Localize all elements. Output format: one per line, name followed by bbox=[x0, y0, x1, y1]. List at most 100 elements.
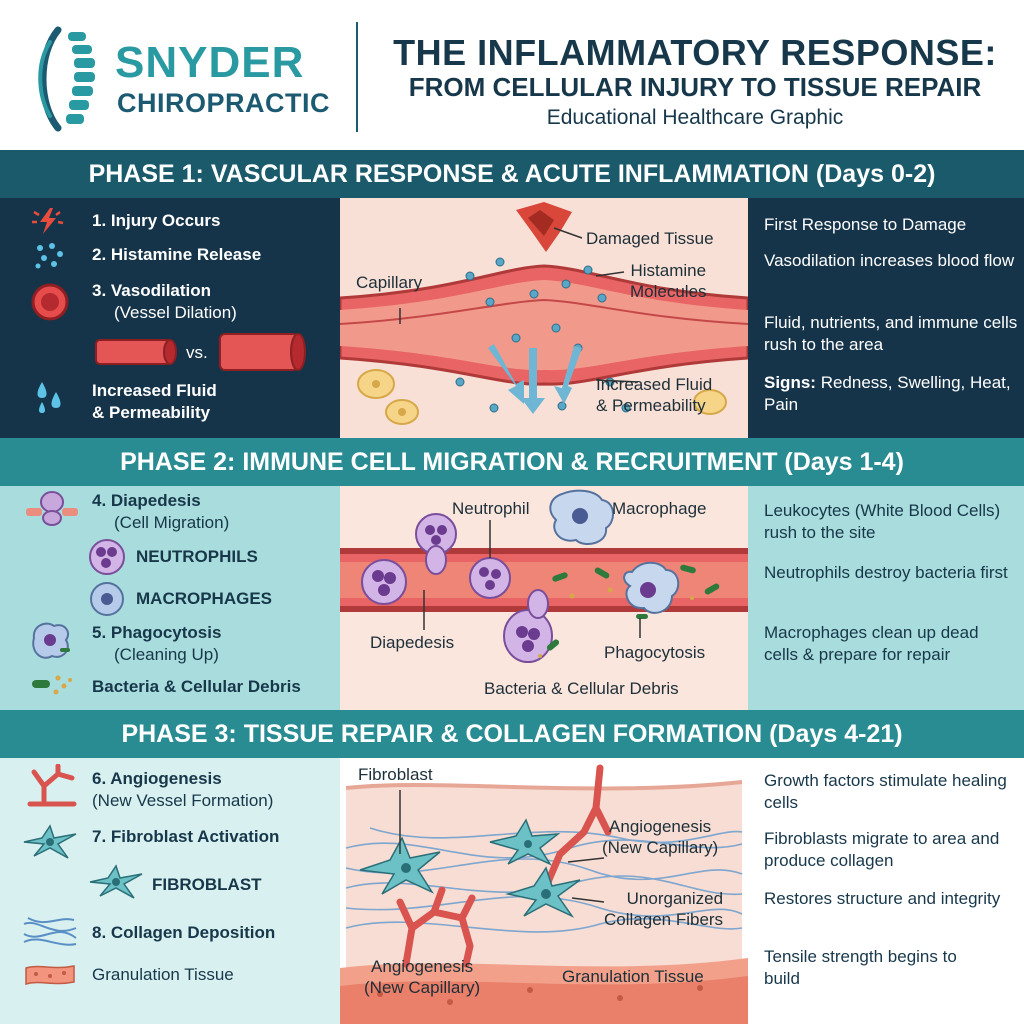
migrating-cell-icon bbox=[26, 491, 78, 526]
text-first-response: First Response to Damage bbox=[764, 215, 967, 234]
vessel-diagram bbox=[340, 198, 748, 438]
dilated-vessel-icon bbox=[219, 333, 306, 371]
signs-value: Redness, Swelling, Heat, Pain bbox=[764, 373, 1011, 414]
label-angiogenesis-bottom: Angiogenesis (New Capillary) bbox=[364, 956, 480, 998]
label-angio-top-line2: (New Capillary) bbox=[602, 838, 719, 857]
fibroblast-icon bbox=[23, 824, 77, 859]
label-fluid-line2: & Permeability bbox=[596, 396, 706, 415]
step-diapedesis: 4. Diapedesis (Cell Migration) bbox=[92, 490, 229, 534]
angiogenesis-label: 6. Angiogenesis bbox=[92, 769, 222, 788]
dots-icon bbox=[35, 243, 63, 269]
label-angio-bottom-line1: Angiogenesis bbox=[371, 957, 474, 976]
label-capillary: Capillary bbox=[356, 273, 423, 292]
label-bacteria-cellular-debris: Bacteria & Cellular Debris bbox=[484, 679, 679, 698]
tissue-icon bbox=[25, 965, 75, 986]
phase1-diagram: Damaged Tissue Capillary Histamine Molec… bbox=[340, 198, 748, 438]
label-collagen-line2: Collagen Fibers bbox=[604, 910, 724, 929]
text-fluid: Fluid, nutrients, and immune cells rush … bbox=[764, 313, 1018, 354]
phase3-banner: PHASE 3: TISSUE REPAIR & COLLAGEN FORMAT… bbox=[0, 710, 1024, 758]
text-leukocytes: Leukocytes (White Blood Cells) rush to t… bbox=[764, 501, 1001, 542]
step-collagen: 8. Collagen Deposition bbox=[92, 923, 276, 942]
lightning-icon bbox=[32, 208, 64, 234]
phase2-title: PHASE 2: IMMUNE CELL MIGRATION & RECRUIT… bbox=[120, 448, 904, 476]
phase2-banner: PHASE 2: IMMUNE CELL MIGRATION & RECRUIT… bbox=[0, 438, 1024, 486]
phase1-right-panel: First Response to Damage Vasodilation in… bbox=[748, 198, 1024, 438]
fluid-line2: & Permeability bbox=[92, 403, 211, 422]
phase3-left-panel: 6. Angiogenesis (New Vessel Formation) 7… bbox=[0, 758, 340, 1024]
phase3-title: PHASE 3: TISSUE REPAIR & COLLAGEN FORMAT… bbox=[121, 720, 903, 748]
label-granulation: Granulation Tissue bbox=[92, 965, 234, 984]
narrow-vessel-icon bbox=[95, 339, 177, 365]
page-subtitle: Educational Healthcare Graphic bbox=[546, 106, 844, 129]
label-angio-top-line1: Angiogenesis bbox=[609, 817, 712, 836]
label-phagocytosis: Phagocytosis bbox=[604, 643, 706, 662]
label-angiogenesis-top: Angiogenesis (New Capillary) bbox=[602, 816, 718, 858]
step-injury: 1. Injury Occurs bbox=[92, 211, 221, 230]
text-growth-factors: Growth factors stimulate healing cells bbox=[764, 771, 1007, 812]
phagocyte-icon bbox=[32, 622, 70, 659]
step-phagocytosis: 5. Phagocytosis (Cleaning Up) bbox=[92, 622, 221, 666]
spine-logo-icon bbox=[38, 26, 95, 132]
phase3-right-panel: Growth factors stimulate healing cells F… bbox=[748, 758, 1024, 1024]
text-macrophages: Macrophages clean up dead cells & prepar… bbox=[764, 623, 979, 664]
phase3-diagram: Fibroblast Angiogenesis (New Capillary) … bbox=[340, 758, 748, 1024]
vasodilation-sub: (Vessel Dilation) bbox=[114, 303, 237, 322]
phase1-title: PHASE 1: VASCULAR RESPONSE & ACUTE INFLA… bbox=[88, 160, 936, 188]
label-macrophage: Macrophage bbox=[612, 499, 707, 518]
label-macrophages: MACROPHAGES bbox=[136, 589, 273, 608]
label-fibroblast-diagram: Fibroblast bbox=[358, 765, 433, 784]
droplets-icon bbox=[37, 382, 61, 413]
phase1-left-panel: 1. Injury Occurs 2. Histamine Release 3.… bbox=[0, 198, 340, 438]
header: SNYDER CHIROPRACTIC THE INFLAMMATORY RES… bbox=[0, 0, 1024, 150]
fibers-icon bbox=[23, 917, 77, 946]
signs-label: Signs: bbox=[764, 373, 816, 392]
step-fluid: Increased Fluid & Permeability bbox=[92, 380, 217, 424]
phase2-right-panel: Leukocytes (White Blood Cells) rush to t… bbox=[748, 486, 1024, 710]
phase2-left-panel: 4. Diapedesis (Cell Migration) NEUTROPHI… bbox=[0, 486, 340, 710]
text-neutrophils: Neutrophils destroy bacteria first bbox=[764, 563, 1008, 582]
label-histamine-line1: Histamine bbox=[630, 261, 707, 280]
text-tensile: Tensile strength begins to build bbox=[764, 947, 957, 988]
logo-tagline: CHIROPRACTIC bbox=[117, 88, 330, 118]
branching-vessel-icon bbox=[27, 764, 77, 807]
header-divider bbox=[356, 22, 358, 132]
angiogenesis-sub: (New Vessel Formation) bbox=[92, 791, 274, 810]
label-damaged-tissue: Damaged Tissue bbox=[586, 229, 714, 248]
label-angio-bottom-line2: (New Capillary) bbox=[364, 978, 481, 997]
page-title: THE INFLAMMATORY RESPONSE: bbox=[393, 32, 997, 73]
phase1-banner: PHASE 1: VASCULAR RESPONSE & ACUTE INFLA… bbox=[0, 150, 1024, 198]
diapedesis-sub: (Cell Migration) bbox=[114, 513, 230, 532]
phagocytosis-label: 5. Phagocytosis bbox=[92, 623, 222, 642]
label-collagen-line1: Unorganized bbox=[626, 889, 724, 908]
label-increased-fluid: Increased Fluid & Permeability bbox=[596, 374, 712, 416]
label-fluid-line1: Increased Fluid bbox=[596, 375, 713, 394]
neutrophil-icon bbox=[89, 539, 125, 575]
diapedesis-label: 4. Diapedesis bbox=[92, 491, 201, 510]
label-diapedesis: Diapedesis bbox=[370, 633, 455, 652]
fibroblast-icon-small bbox=[89, 864, 143, 899]
text-signs: Signs: Redness, Swelling, Heat, Pain bbox=[764, 372, 1024, 416]
vasodilation-label: 3. Vasodilation bbox=[92, 281, 212, 300]
label-neutrophil: Neutrophil bbox=[452, 499, 530, 518]
phase2-diagram: Neutrophil Macrophage Diapedesis Phagocy… bbox=[340, 486, 748, 710]
label-histamine: Histamine Molecules bbox=[630, 260, 707, 302]
step-vasodilation: 3. Vasodilation (Vessel Dilation) bbox=[92, 280, 237, 324]
step-fibroblast-activation: 7. Fibroblast Activation bbox=[92, 827, 280, 846]
bacteria-icon bbox=[32, 675, 72, 695]
page-title-line2: FROM CELLULAR INJURY TO TISSUE REPAIR bbox=[408, 72, 982, 102]
vs-label: vs. bbox=[186, 343, 208, 362]
fluid-line1: Increased Fluid bbox=[92, 381, 217, 400]
label-collagen-fibers: Unorganized Collagen Fibers bbox=[604, 888, 723, 930]
label-histamine-line2: Molecules bbox=[630, 282, 707, 301]
macrophage-icon bbox=[90, 582, 124, 616]
vessel-cross-section-icon bbox=[31, 283, 69, 321]
label-bacteria-debris: Bacteria & Cellular Debris bbox=[92, 677, 301, 696]
text-fibroblasts: Fibroblasts migrate to area and produce … bbox=[764, 829, 1000, 870]
migration-diagram bbox=[340, 486, 748, 710]
label-neutrophils: NEUTROPHILS bbox=[136, 547, 258, 566]
logo-name: SNYDER bbox=[115, 38, 305, 87]
repair-diagram bbox=[340, 758, 748, 1024]
label-fibroblast: FIBROBLAST bbox=[152, 875, 262, 894]
phagocytosis-sub: (Cleaning Up) bbox=[114, 645, 219, 664]
label-granulation-tissue: Granulation Tissue bbox=[562, 967, 704, 986]
